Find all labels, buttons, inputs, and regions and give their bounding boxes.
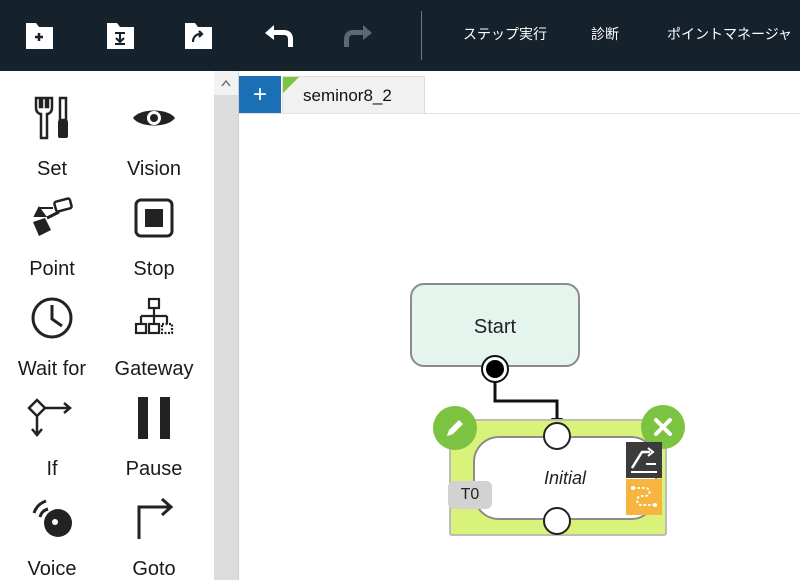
start-node-label: Start <box>473 316 517 338</box>
palette-label-wait-for: Wait for <box>17 358 87 380</box>
palette-label-if: If <box>46 458 58 480</box>
palette-item-pause[interactable]: Pause <box>102 387 206 487</box>
save-flow-button[interactable] <box>98 0 142 71</box>
edit-step-button[interactable] <box>433 406 477 450</box>
palette-label-pause: Pause <box>125 458 183 480</box>
palette-label-vision: Vision <box>126 158 182 180</box>
motion-settings-button[interactable] <box>626 442 662 478</box>
new-flow-button[interactable] <box>17 0 61 71</box>
start-output-port-dot <box>486 360 504 378</box>
dotted-path-icon <box>631 486 657 507</box>
pencil-icon <box>447 420 463 436</box>
stop-icon <box>102 187 206 249</box>
palette-label-stop: Stop <box>133 258 175 280</box>
wait-clock-icon <box>0 287 104 349</box>
step-input-port[interactable] <box>543 422 571 450</box>
palette-label-voice: Voice <box>27 558 77 580</box>
tab-underline <box>239 113 800 114</box>
step-run-button[interactable]: ステップ実行 <box>463 27 547 43</box>
tab-seminor8-2[interactable]: seminor8_2 <box>282 76 425 113</box>
point-icon <box>0 187 104 249</box>
palette-label-set: Set <box>36 158 68 180</box>
step-output-port[interactable] <box>543 507 571 535</box>
palette-item-gateway[interactable]: Gateway <box>102 287 206 387</box>
palette-item-if[interactable]: If <box>0 387 104 487</box>
palette-item-goto[interactable]: Goto <box>102 487 206 580</box>
undo-button[interactable] <box>257 0 301 71</box>
palette-label-gateway: Gateway <box>114 358 194 380</box>
new-flow-icon <box>26 22 53 49</box>
diagnosis-button[interactable]: 診断 <box>591 27 619 43</box>
goto-arrow-icon <box>102 487 206 549</box>
toolbar-separator <box>421 11 422 60</box>
motion-path-icon <box>630 447 657 473</box>
step-tag-badge: T0 <box>448 481 492 509</box>
tab-label: seminor8_2 <box>303 86 392 105</box>
palette-scrollbar[interactable] <box>214 71 238 580</box>
set-tools-icon <box>0 87 104 149</box>
delete-step-button[interactable] <box>641 405 685 449</box>
path-settings-button[interactable] <box>626 479 662 515</box>
undo-icon <box>265 24 293 47</box>
pause-icon <box>102 387 206 449</box>
open-flow-icon <box>185 22 212 49</box>
palette-item-set[interactable]: Set <box>0 87 104 187</box>
palette-item-wait-for[interactable]: Wait for <box>0 287 104 387</box>
point-manager-button[interactable]: ポイントマネージャ <box>667 27 793 43</box>
vision-eye-icon <box>102 87 206 149</box>
add-tab-button[interactable]: + <box>239 76 281 113</box>
palette-item-stop[interactable]: Stop <box>102 187 206 287</box>
block-palette: Set Vision Point <box>0 71 214 580</box>
close-icon <box>654 418 672 436</box>
tab-active-marker <box>283 77 299 93</box>
redo-button[interactable] <box>336 0 380 71</box>
palette-item-point[interactable]: Point <box>0 187 104 287</box>
gateway-icon <box>102 287 206 349</box>
palette-label-goto: Goto <box>132 558 176 580</box>
scroll-up-arrow-icon[interactable] <box>214 71 238 95</box>
top-toolbar: ステップ実行 診断 ポイントマネージャ <box>0 0 800 71</box>
palette-label-point: Point <box>29 258 75 280</box>
panel-divider <box>238 71 239 580</box>
save-flow-icon <box>107 22 134 49</box>
start-node[interactable]: Start <box>410 283 580 367</box>
open-flow-button[interactable] <box>176 0 220 71</box>
if-branch-icon <box>0 387 104 449</box>
voice-icon <box>0 487 104 549</box>
start-output-port[interactable] <box>481 355 509 383</box>
palette-item-voice[interactable]: Voice <box>0 487 104 580</box>
palette-item-vision[interactable]: Vision <box>102 87 206 187</box>
redo-icon <box>344 24 372 47</box>
